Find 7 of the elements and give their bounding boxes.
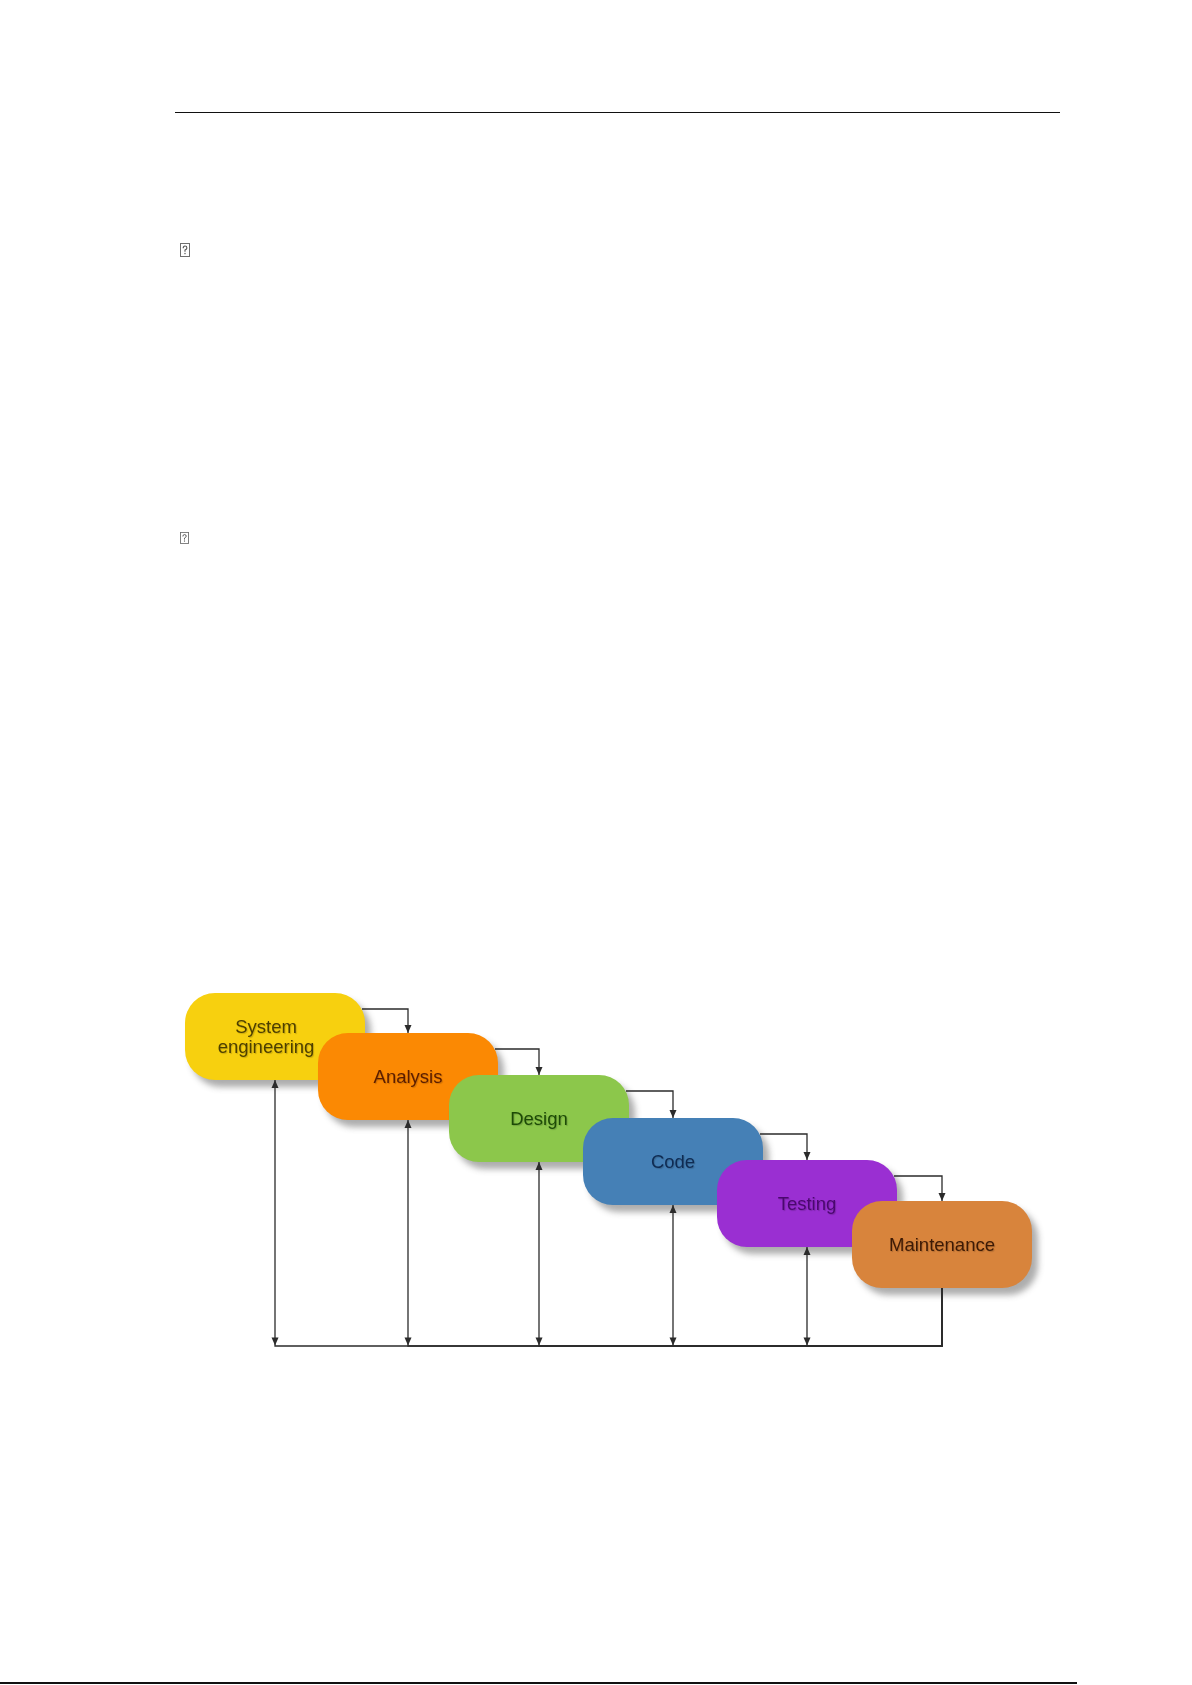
stage-label: Design (510, 1108, 568, 1129)
stage-label: System engineering (216, 1016, 316, 1057)
stage-label: Testing (777, 1193, 837, 1214)
stage-label: Analysis (373, 1066, 443, 1087)
stage-box (852, 1201, 1032, 1288)
stage-label: Code (650, 1151, 696, 1172)
stage-label: Maintenance (889, 1234, 995, 1255)
